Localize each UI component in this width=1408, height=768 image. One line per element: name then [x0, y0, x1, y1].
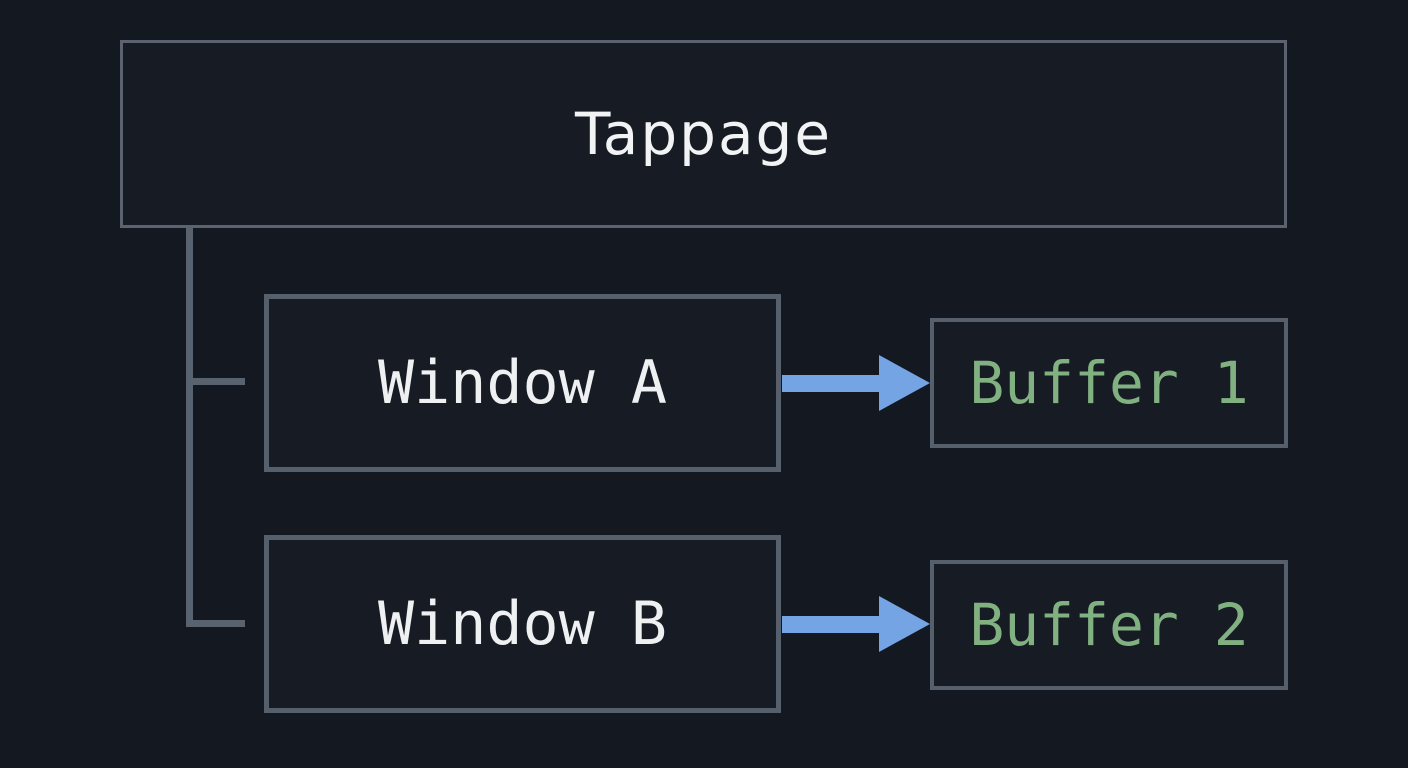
window-a-node: Window A	[264, 294, 781, 472]
tree-connector-vertical	[186, 228, 193, 627]
arrow-head	[879, 596, 930, 652]
tree-connector-branch-window-b	[186, 620, 245, 627]
arrow-head	[879, 355, 930, 411]
tabpage-label: Tappage	[574, 100, 833, 168]
arrow-shaft	[782, 616, 880, 633]
window-b-label: Window B	[378, 589, 667, 659]
window-a-label: Window A	[378, 348, 667, 418]
window-b-node: Window B	[264, 535, 781, 713]
arrow-shaft	[782, 375, 880, 392]
buffer-2-node: Buffer 2	[930, 560, 1288, 690]
buffer-2-label: Buffer 2	[969, 591, 1249, 659]
tree-connector-branch-window-a	[186, 378, 245, 385]
tabpage-node: Tappage	[120, 40, 1287, 228]
buffer-1-label: Buffer 1	[969, 349, 1249, 417]
buffer-1-node: Buffer 1	[930, 318, 1288, 448]
